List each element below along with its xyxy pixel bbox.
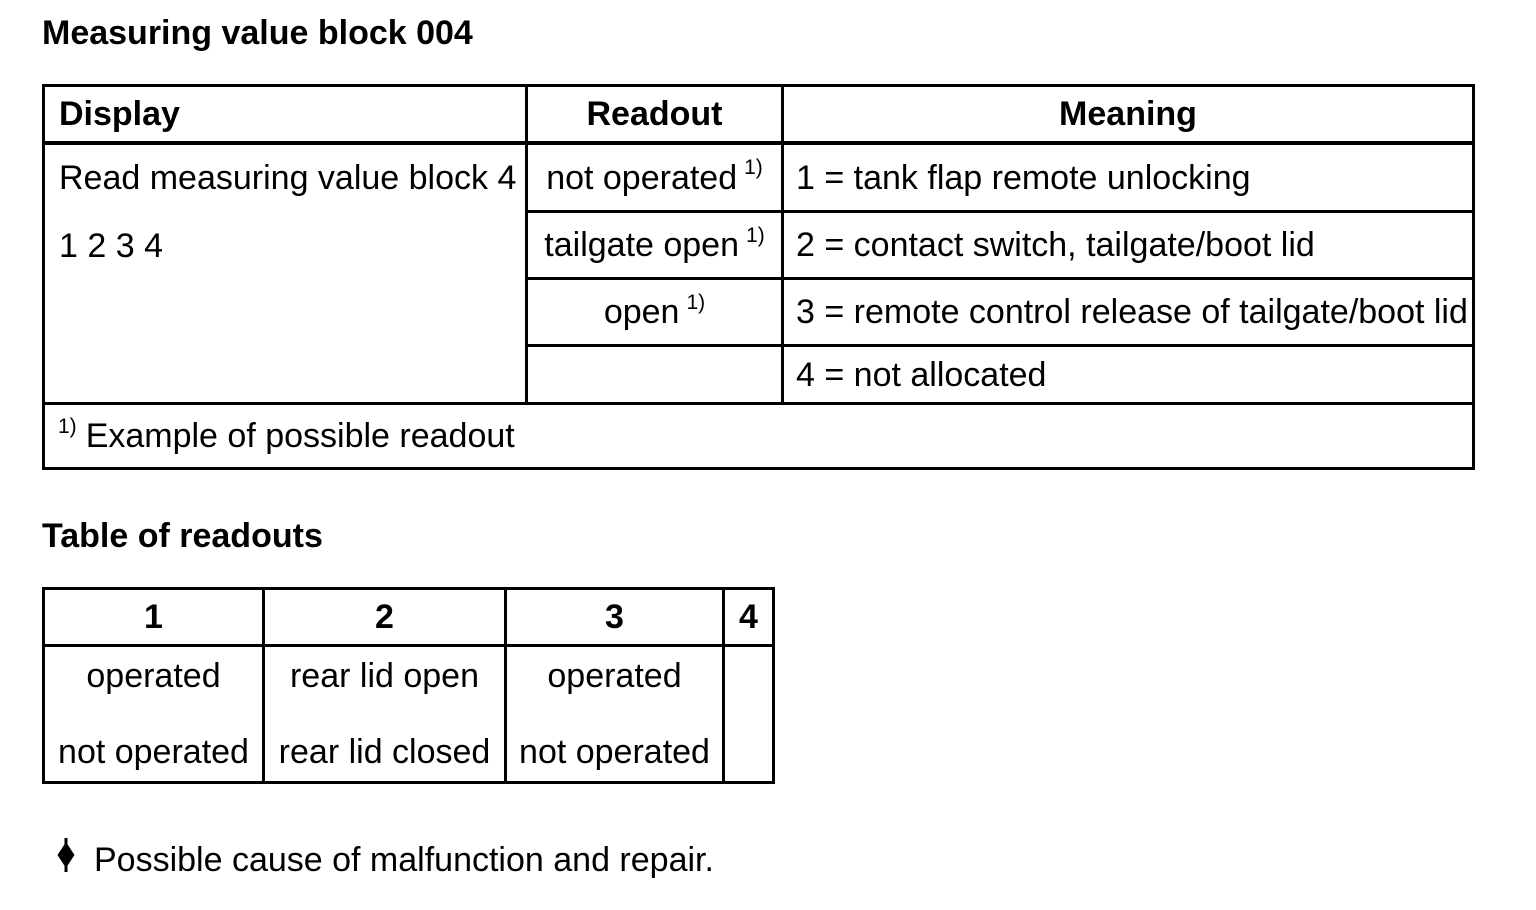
readout-state-line: rear lid closed (278, 733, 491, 771)
note-text: Possible cause of malfunction and repair… (94, 840, 714, 879)
footnote-marker: 1) (746, 223, 765, 247)
footnote-marker: 1) (58, 414, 77, 438)
readouts-table: 1 2 3 4 operated not operated rear lid o… (42, 587, 775, 784)
meaning-cell: 1 = tank flap remote unlocking (781, 141, 1475, 213)
display-digits: 1 2 3 4 (59, 227, 163, 265)
readout-value: open (603, 293, 680, 331)
table-header-row: Display Readout Meaning (42, 84, 1475, 145)
readout-state-line: not operated (519, 733, 710, 771)
meaning-cell: 3 = remote control release of tailgate/b… (781, 277, 1475, 347)
footnote-row: 1) Example of possible readout (42, 402, 1475, 470)
footnote-text: Example of possible readout (85, 417, 515, 455)
meaning-cell: 4 = not allocated (781, 344, 1475, 405)
readout-state-line: operated (86, 657, 221, 695)
readout-cell-empty (525, 344, 784, 405)
table-row: Read measuring value block 4 1 2 3 4 not… (42, 141, 1475, 405)
table-row: operated not operated rear lid open rear… (42, 644, 775, 784)
page-title: Measuring value block 004 (42, 14, 473, 52)
readout-state-cell: operated not operated (504, 644, 725, 784)
column-header-meaning: Meaning (781, 84, 1475, 145)
measuring-value-table: Display Readout Meaning Read measuring v… (42, 84, 1475, 470)
readout-state-cell-empty (722, 644, 775, 784)
readout-state-line: operated (547, 657, 682, 695)
footnote-cell: 1) Example of possible readout (42, 402, 1475, 470)
footnote-marker: 1) (686, 290, 706, 314)
readout-state-cell: operated not operated (42, 644, 265, 784)
display-cell: Read measuring value block 4 1 2 3 4 (42, 141, 528, 405)
column-header-1: 1 (42, 587, 265, 647)
footnote-marker: 1) (744, 156, 763, 180)
column-header-4: 4 (722, 587, 775, 647)
column-header-3: 3 (504, 587, 725, 647)
readout-state-line: rear lid open (289, 657, 479, 695)
column-header-display: Display (42, 84, 528, 145)
readout-state-line: not operated (58, 733, 249, 771)
display-instruction: Read measuring value block 4 (59, 159, 517, 197)
table-row: 4 = not allocated (44, 344, 1475, 405)
column-header-readout: Readout (525, 84, 784, 145)
readout-state-cell: rear lid open rear lid closed (262, 644, 507, 784)
readout-value: tailgate open (544, 226, 740, 264)
meaning-cell: 2 = contact switch, tailgate/boot lid (781, 210, 1475, 280)
note-line: Possible cause of malfunction and repair… (55, 838, 1536, 881)
column-header-2: 2 (262, 587, 507, 647)
readout-value: not operated (546, 158, 738, 197)
diamond-bullet-icon (55, 838, 77, 881)
section-title-table-of-readouts: Table of readouts (42, 517, 323, 555)
table-header-row: 1 2 3 4 (42, 587, 775, 647)
